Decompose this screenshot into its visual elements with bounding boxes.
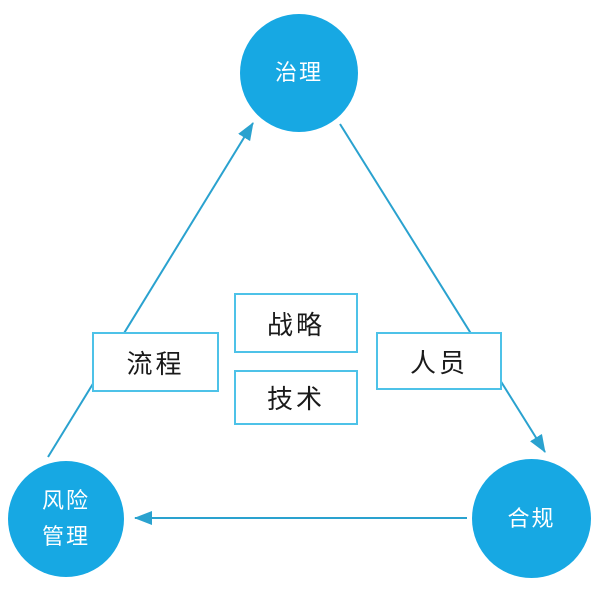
node-governance: 治理 [240, 14, 358, 132]
box-people: 人员 [376, 332, 502, 390]
box-strategy-label: 战略 [266, 309, 325, 340]
arrow-risk-to-governance [47, 122, 254, 458]
box-strategy: 战略 [234, 293, 358, 353]
node-governance-label: 治理 [274, 60, 323, 85]
node-compliance: 合规 [472, 459, 591, 578]
box-people-label: 人员 [409, 347, 468, 378]
box-technology-label: 技术 [266, 384, 325, 414]
arrow-governance-to-compliance [339, 123, 546, 453]
box-process-label: 流程 [126, 348, 185, 379]
node-risk-management-label-line2: 管理 [41, 524, 90, 549]
node-risk-management-label-line1: 风险 [41, 488, 90, 513]
node-risk-management: 风险 管理 [8, 461, 124, 577]
box-technology: 技术 [234, 370, 358, 425]
box-process: 流程 [92, 332, 219, 392]
node-compliance-label: 合规 [507, 505, 556, 531]
